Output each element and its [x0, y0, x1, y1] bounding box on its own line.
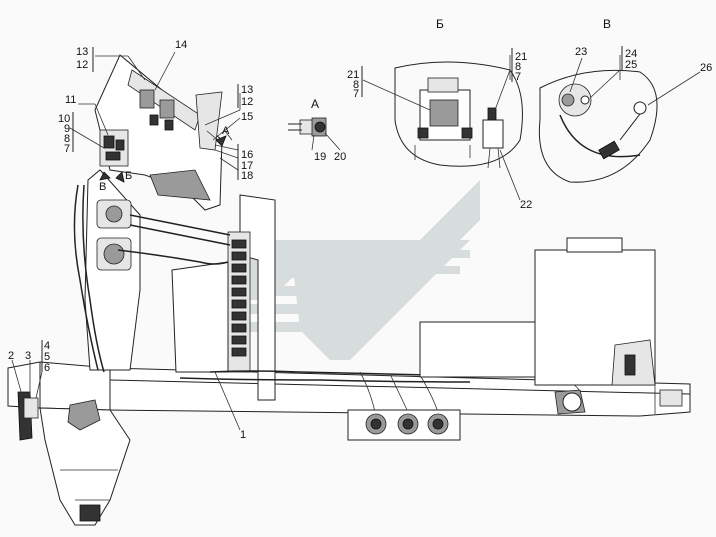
relay-column — [117, 194, 276, 401]
callout-13-mid: 13 — [241, 84, 253, 96]
callout-9: 9 — [64, 123, 70, 135]
callout-11: 11 — [65, 94, 76, 106]
callout-16: 16 — [241, 149, 253, 161]
rear-cabinet — [419, 237, 656, 415]
callout-1: 1 — [240, 429, 246, 441]
view-v-detail — [538, 69, 658, 183]
callout-brackets — [41, 46, 623, 372]
callout-20: 20 — [334, 151, 346, 163]
callout-19: 19 — [314, 151, 326, 163]
frame-beam — [7, 361, 691, 417]
view-a-detail — [288, 117, 327, 137]
view-b-marker: Б — [125, 170, 132, 182]
view-a-marker: А — [222, 125, 230, 137]
callout-7-left: 7 — [64, 143, 70, 155]
front-hitch — [17, 391, 131, 526]
view-v-title: В — [603, 17, 611, 31]
callout-7-b2: 7 — [515, 71, 521, 83]
callout-8-b: 8 — [353, 79, 359, 91]
callout-14: 14 — [175, 39, 187, 51]
callout-23: 23 — [575, 46, 587, 58]
callout-17: 17 — [241, 160, 253, 172]
dashboard-panel — [94, 54, 223, 211]
view-v-marker: В — [99, 181, 106, 193]
callout-25: 25 — [625, 59, 637, 71]
callout-3: 3 — [25, 350, 31, 362]
view-arrows — [99, 135, 227, 183]
callout-2: 2 — [8, 350, 14, 362]
callout-13-top: 13 — [76, 46, 88, 58]
callout-8-b2: 8 — [515, 61, 521, 73]
callout-21-b: 21 — [347, 69, 359, 81]
callout-10: 10 — [58, 113, 70, 125]
callout-12-mid: 12 — [241, 96, 253, 108]
callout-12-top: 12 — [76, 59, 88, 71]
fuse-stack — [231, 239, 247, 357]
callout-22: 22 — [520, 199, 532, 211]
callout-26: 26 — [700, 62, 712, 74]
battery-box — [347, 409, 461, 441]
callout-4: 4 — [44, 340, 50, 352]
view-b-title: Б — [436, 17, 444, 31]
view-b-detail — [394, 61, 523, 169]
callout-7-b: 7 — [353, 88, 359, 100]
callout-8-left: 8 — [64, 133, 70, 145]
left-mast — [73, 169, 141, 373]
callout-21-b2: 21 — [515, 51, 527, 63]
callout-6: 6 — [44, 362, 50, 374]
callout-24: 24 — [625, 48, 637, 60]
view-a-title: А — [311, 97, 319, 111]
callout-18: 18 — [241, 170, 253, 182]
callout-15: 15 — [241, 111, 253, 123]
callout-5: 5 — [44, 351, 50, 363]
